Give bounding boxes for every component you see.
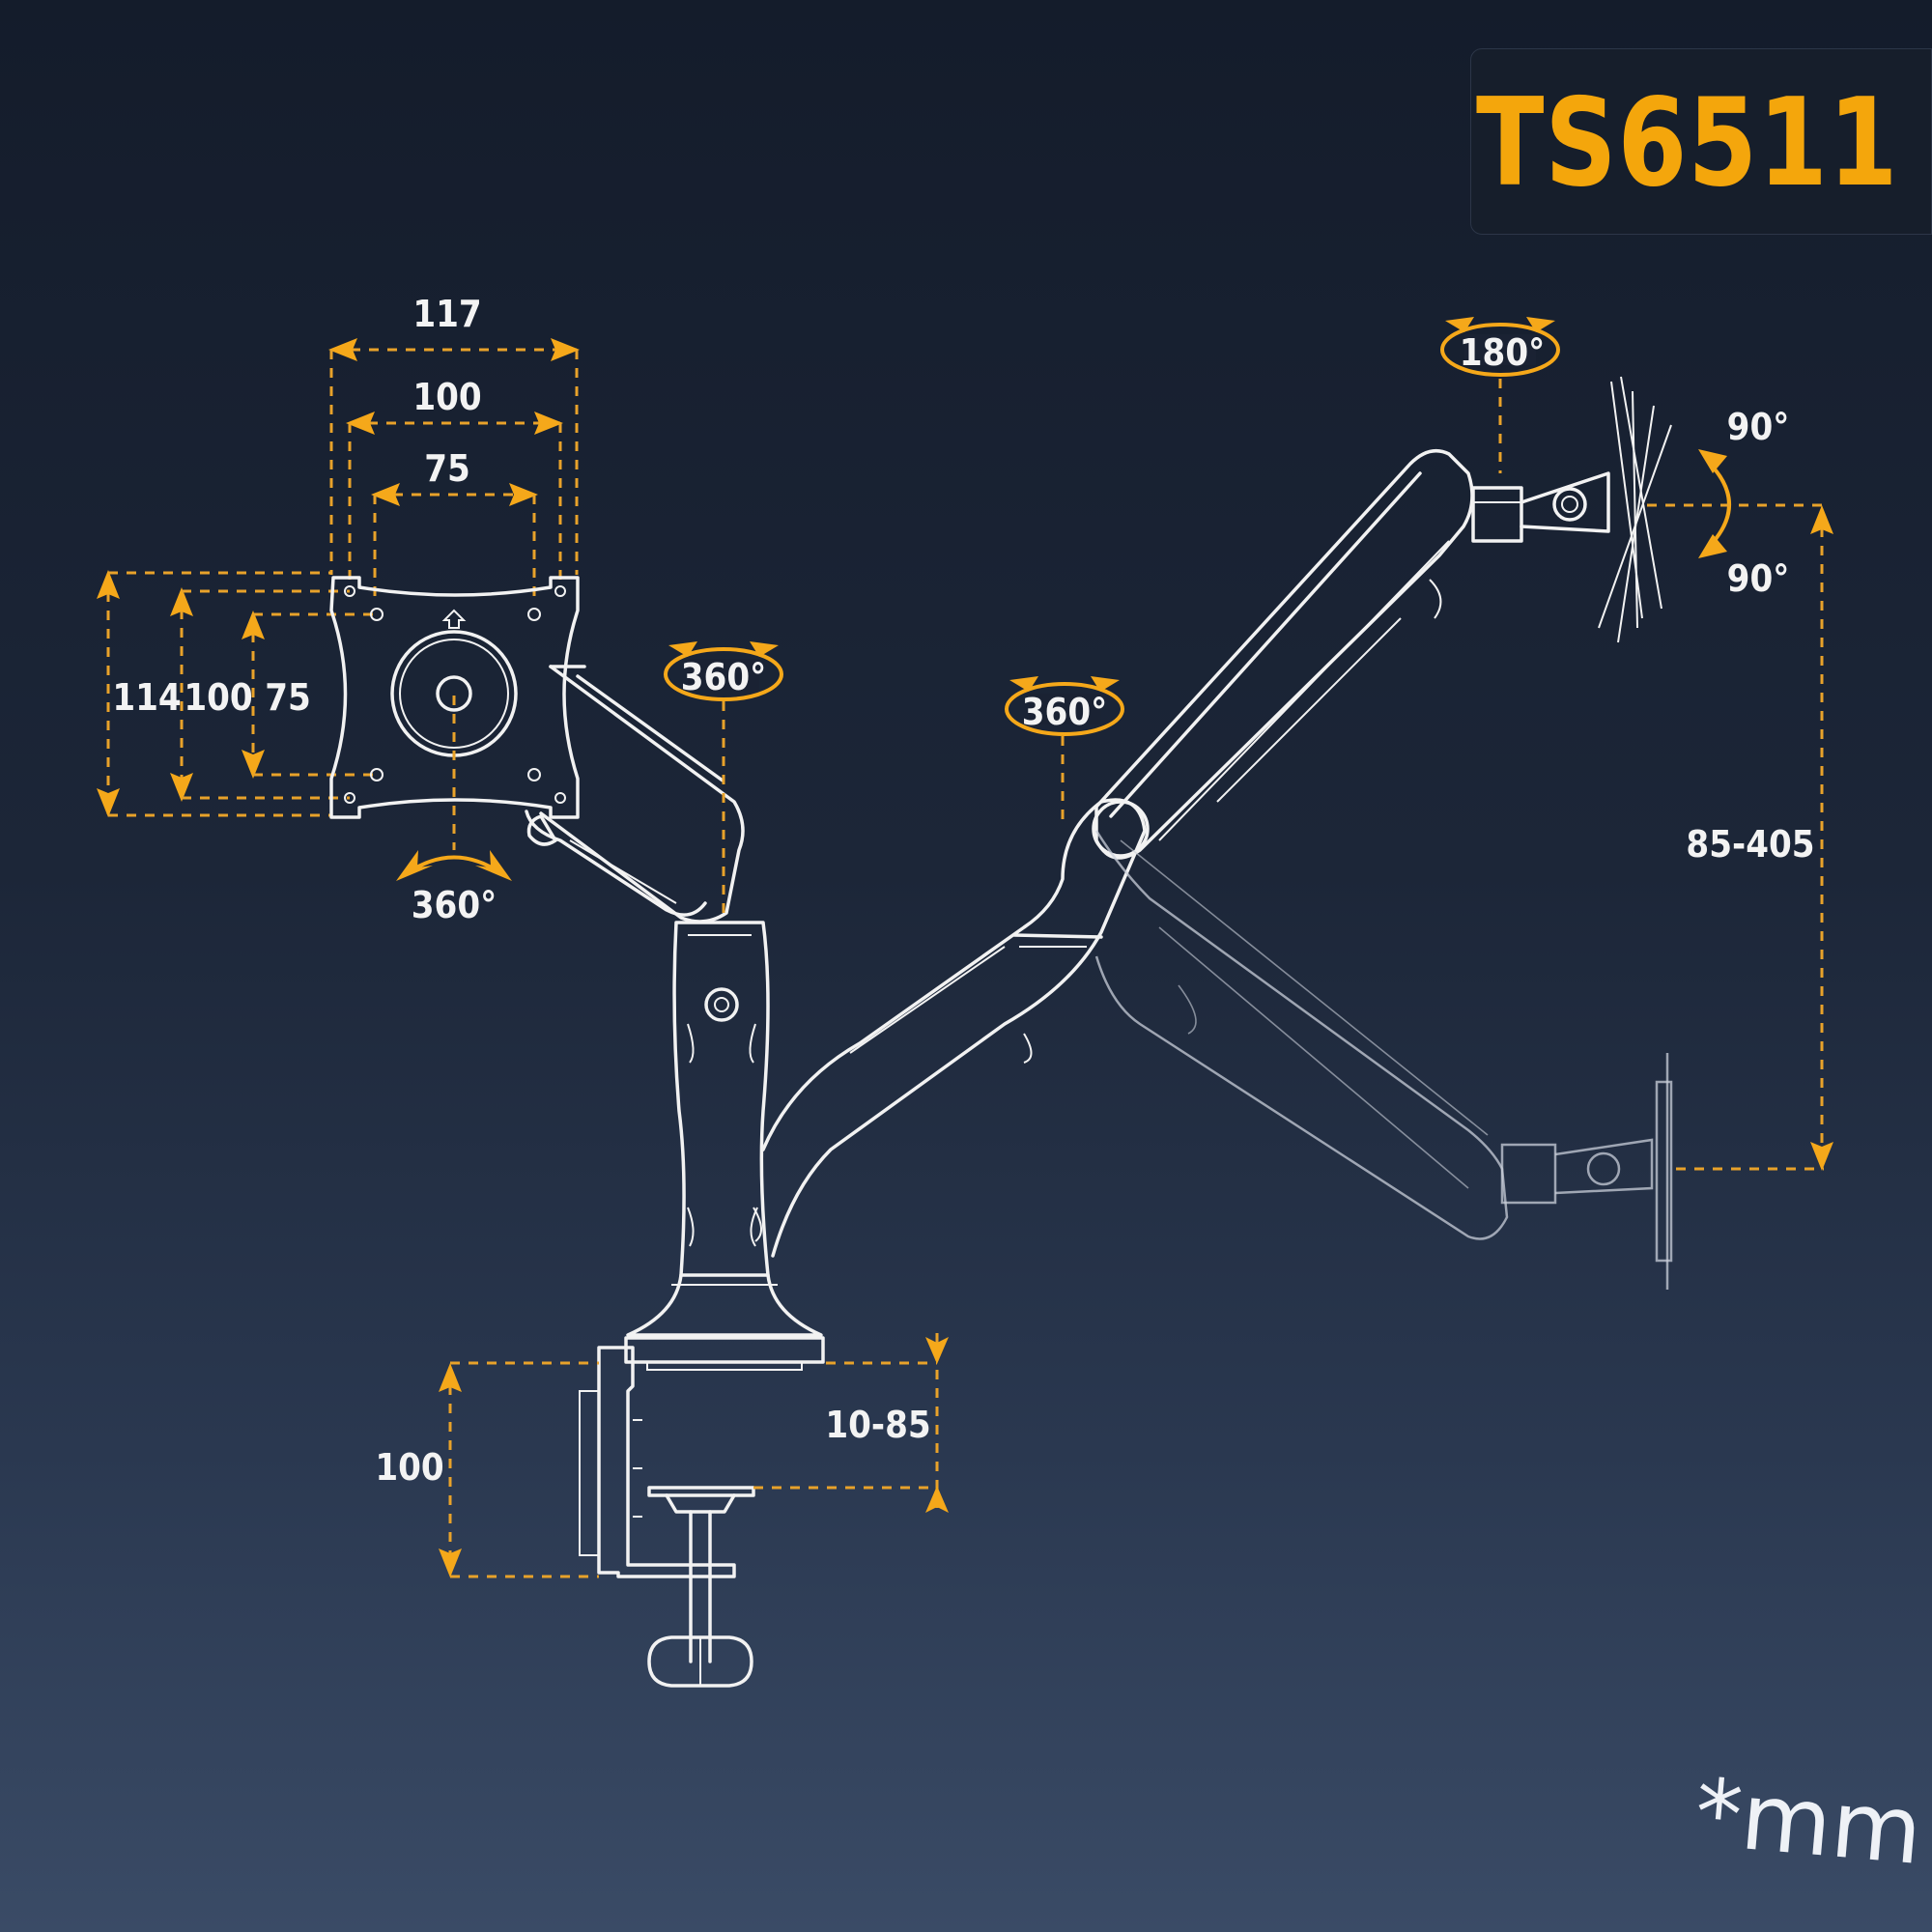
vesa-height-100-label: 100: [184, 676, 252, 719]
plate-rotation-indicator: 360°: [396, 850, 512, 926]
vesa-width-117-label: 117: [412, 293, 481, 335]
model-number: TS6511: [1475, 71, 1898, 213]
tilt-indicator: 90° 90°: [1698, 406, 1789, 600]
plate-rotation-label: 360°: [412, 884, 497, 926]
upper-joint-rotation-label: 360°: [681, 656, 766, 698]
head-swivel-label: 180°: [1460, 331, 1545, 374]
pole: [624, 921, 825, 1371]
vesa-height-114-label: 114: [112, 676, 181, 719]
vesa-width-dimensions: 117 100 75: [328, 293, 580, 599]
desk-thickness-dimension: 10-85: [753, 1333, 949, 1517]
lower-arm: [753, 798, 1147, 1258]
model-badge: TS6511: [1470, 48, 1932, 235]
upper-joint-rotation-indicator: 360°: [664, 641, 783, 918]
tilted-monitor-plates: [1598, 376, 1672, 643]
desk-clamp: [579, 1346, 755, 1688]
desk-thickness-label: 10-85: [825, 1404, 930, 1446]
elbow-joint-rotation-label: 360°: [1022, 691, 1107, 733]
tilt-down-label: 90°: [1727, 557, 1790, 600]
elbow-joint-rotation-indicator: 360°: [1005, 676, 1124, 819]
vesa-width-100-label: 100: [412, 376, 481, 418]
upper-arm-lowered: [1094, 830, 1673, 1290]
left-arm: [525, 665, 745, 923]
vesa-plate: [329, 576, 580, 850]
clamp-height-dimension: 100: [375, 1361, 599, 1578]
height-adjustment-dimension: 85-405: [1647, 503, 1833, 1171]
vesa-height-dimensions: 114 100 75: [97, 570, 375, 817]
tilt-up-label: 90°: [1727, 406, 1790, 448]
head-swivel-indicator: 180°: [1440, 317, 1560, 473]
clamp-height-label: 100: [375, 1446, 443, 1489]
upper-arm-raised: [1092, 448, 1610, 860]
units-note: *mm: [1690, 1758, 1927, 1887]
vesa-width-75-label: 75: [424, 447, 470, 490]
height-adjustment-label: 85-405: [1686, 823, 1814, 866]
vesa-height-75-label: 75: [265, 676, 311, 719]
